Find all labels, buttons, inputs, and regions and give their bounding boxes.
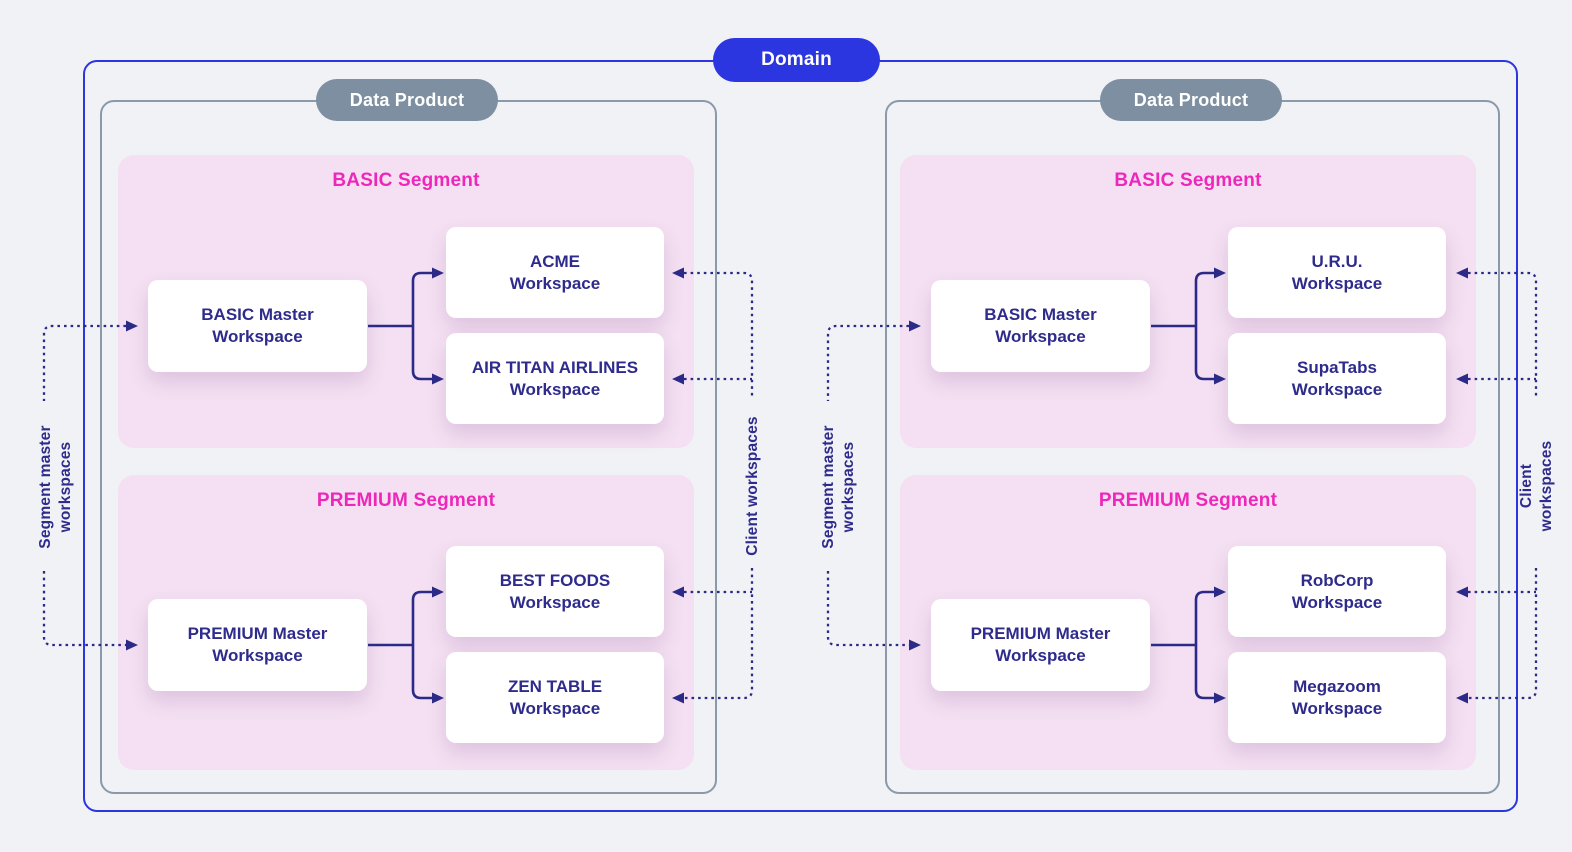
workspace-basic-master-right: BASIC Master Workspace [931,280,1150,372]
data-product-label-left: Data Product [349,89,465,110]
label-segment-master-workspaces-right: Segment master workspaces [820,425,857,549]
workspace-basic-master-left: BASIC Master Workspace [148,280,367,372]
data-product-pill-left: Data Product [316,79,498,121]
segment-title-left-basic: BASIC Segment [332,170,480,191]
workspace-megazoom: Megazoom Workspace [1228,652,1446,743]
workspace-premium-master-left: PREMIUM Master Workspace [148,599,367,691]
workspace-uru: U.R.U. Workspace [1228,227,1446,318]
workspace-supatabs: SupaTabs Workspace [1228,333,1446,424]
label-client-workspaces-left: Client workspaces [744,416,761,556]
segment-title-right-basic: BASIC Segment [1114,170,1262,191]
workspace-acme: ACME Workspace [446,227,664,318]
data-product-pill-right: Data Product [1100,79,1282,121]
segment-title-right-premium: PREMIUM Segment [1098,490,1278,511]
workspace-zen-table: ZEN TABLE Workspace [446,652,664,743]
workspace-robcorp: RobCorp Workspace [1228,546,1446,637]
label-segment-master-workspaces-left: Segment master workspaces [37,425,74,549]
data-product-label-right: Data Product [1133,89,1249,110]
domain-label: Domain [761,49,832,70]
segment-title-left-premium: PREMIUM Segment [316,490,496,511]
label-client-workspaces-right: Client workspaces [1518,440,1555,532]
workspace-best-foods: BEST FOODS Workspace [446,546,664,637]
workspace-premium-master-right: PREMIUM Master Workspace [931,599,1150,691]
domain-pill: Domain [713,38,880,82]
workspace-air-titan-airlines: AIR TITAN AIRLINES Workspace [446,333,664,424]
